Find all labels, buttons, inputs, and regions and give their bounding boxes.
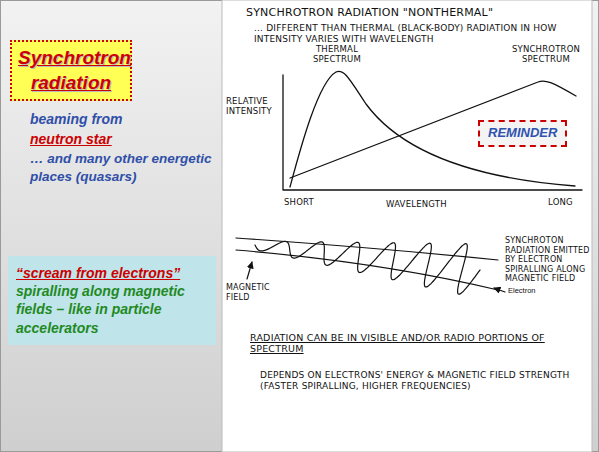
sketch-panel bbox=[222, 0, 592, 452]
part-label: MAGNETIC FIELD bbox=[226, 283, 278, 302]
part-label: Electron bbox=[508, 286, 558, 296]
side-note: … and many other energetic places (quasa… bbox=[30, 150, 216, 186]
synchrotron-curve bbox=[290, 81, 576, 178]
axis-label: WAVELENGTH bbox=[386, 199, 476, 209]
axis-label: SHORT bbox=[284, 197, 334, 207]
note-body: spiralling along magnetic fields – like … bbox=[16, 282, 208, 337]
sketch-note: ... DIFFERENT THAN THERMAL (BLACK-BODY) … bbox=[254, 23, 588, 45]
sketch-note: RADIATION CAN BE IN VISIBLE AND/OR RADIO… bbox=[250, 332, 550, 355]
axis-label: RELATIVE INTENSITY bbox=[226, 96, 280, 116]
illustration-caption: SYNCHROTON RADIATION EMITTED BY ELECTRON… bbox=[505, 236, 591, 284]
curve-label: THERMAL SPECTRUM bbox=[304, 44, 370, 64]
note-heading: “scream from electrons” bbox=[16, 264, 208, 282]
side-note: beaming from bbox=[30, 110, 215, 129]
title-box: Synchrotron radiation bbox=[10, 40, 132, 101]
curve-label: SYNCHROTRON SPECTRUM bbox=[504, 44, 588, 64]
spiral-illustration bbox=[236, 238, 505, 294]
sketch-note: DEPENDS ON ELECTRONS' ENERGY & MAGNETIC … bbox=[260, 370, 586, 392]
reminder-text: REMINDER bbox=[488, 125, 557, 142]
graph-axes bbox=[283, 75, 582, 190]
note-box: “scream from electrons”spiralling along … bbox=[8, 256, 216, 345]
side-note-highlight: neutron star bbox=[30, 130, 215, 149]
reminder-box: REMINDER bbox=[478, 120, 567, 147]
axis-label: LONG bbox=[548, 197, 588, 207]
electron-spiral bbox=[255, 241, 480, 294]
spectrum-graph bbox=[283, 71, 582, 190]
leader-arrow bbox=[494, 288, 505, 292]
leader-arrow bbox=[247, 262, 252, 279]
thermal-curve bbox=[290, 71, 575, 187]
sketch-heading: SYNCHROTRON RADIATION "NONTHERMAL" bbox=[246, 6, 586, 19]
title-text: Synchrotron radiation bbox=[18, 46, 124, 95]
